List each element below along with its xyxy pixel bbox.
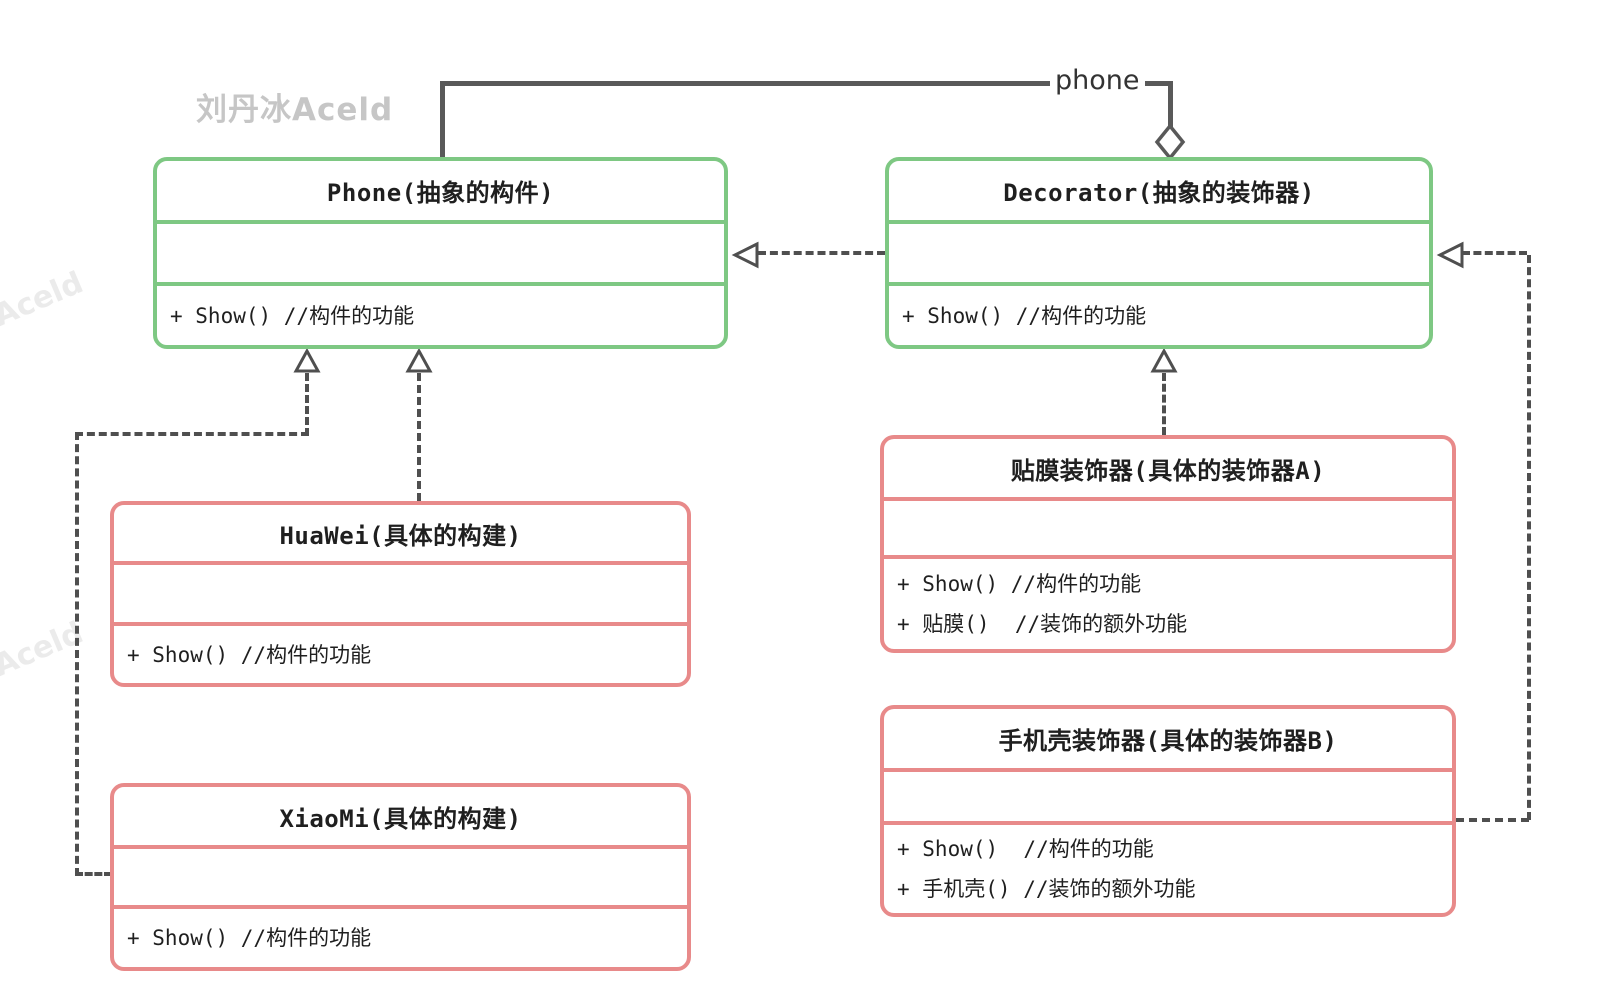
- class-huawei-title: HuaWei(具体的构建): [279, 521, 522, 550]
- class-decorator-a-title: 贴膜装饰器(具体的装饰器A): [1010, 456, 1326, 485]
- method-line: + 手机壳() //装饰的额外功能: [897, 877, 1196, 901]
- watermark-author: 刘丹冰Aceld: [196, 92, 394, 128]
- realization-dashed-xiaomi-seg2: [75, 432, 309, 436]
- class-huawei: HuaWei(具体的构建) + Show() //构件的功能: [110, 501, 691, 687]
- watermark-side-top: Aceld: [0, 265, 89, 334]
- hollow-arrowhead-left-phone-icon: [731, 241, 759, 269]
- class-decorator-title: Decorator(抽象的装饰器): [1003, 179, 1315, 207]
- class-decorator-b-title: 手机壳装饰器(具体的装饰器B): [998, 727, 1338, 755]
- class-decorator: Decorator(抽象的装饰器) + Show() //构件的功能: [885, 157, 1433, 349]
- class-phone-title: Phone(抽象的构件): [326, 179, 555, 207]
- class-decorator-attributes: [889, 220, 1429, 282]
- class-phone: Phone(抽象的构件) + Show() //构件的功能: [153, 157, 728, 349]
- class-decorator-a: 贴膜装饰器(具体的装饰器A) + Show() //构件的功能 + 贴膜() /…: [880, 435, 1456, 653]
- realization-dashed-decorator-b-seg3: [1462, 251, 1527, 255]
- class-phone-attributes: [157, 220, 724, 282]
- class-decorator-b: 手机壳装饰器(具体的装饰器B) + Show() //构件的功能 + 手机壳()…: [880, 705, 1456, 917]
- class-huawei-methods: + Show() //构件的功能: [114, 622, 687, 683]
- method-line: + Show() //构件的功能: [127, 926, 372, 950]
- dependency-dashed-decorator-to-phone: [758, 251, 885, 255]
- hollow-arrowhead-up-xiaomi-icon: [293, 347, 321, 373]
- aggregation-line-vertical-right: [1168, 83, 1173, 129]
- aggregation-line-vertical-left: [440, 83, 445, 157]
- class-xiaomi-methods: + Show() //构件的功能: [114, 905, 687, 967]
- aggregation-diamond-icon: [1154, 124, 1186, 160]
- realization-dashed-xiaomi-seg4: [75, 872, 112, 876]
- hollow-arrowhead-up-huawei-icon: [405, 347, 433, 373]
- realization-dashed-xiaomi-seg3: [75, 432, 79, 876]
- realization-dashed-decorator-a: [1162, 373, 1166, 435]
- association-label: phone: [1050, 66, 1145, 96]
- method-line: + Show() //构件的功能: [897, 572, 1142, 596]
- method-line: + Show() //构件的功能: [127, 642, 372, 667]
- realization-dashed-decorator-b-seg2: [1527, 255, 1531, 820]
- hollow-arrowhead-up-decorator-a-icon: [1150, 347, 1178, 373]
- class-decorator-a-methods: + Show() //构件的功能 + 贴膜() //装饰的额外功能: [884, 555, 1452, 649]
- method-line: + Show() //构件的功能: [902, 303, 1147, 328]
- aggregation-line-horizontal: [440, 81, 1173, 86]
- class-decorator-a-attributes: [884, 497, 1452, 555]
- class-xiaomi-title: XiaoMi(具体的构建): [279, 804, 522, 833]
- hollow-arrowhead-left-decorator-icon: [1436, 241, 1464, 269]
- realization-dashed-huawei-to-phone: [417, 373, 421, 501]
- method-line: + Show() //构件的功能: [897, 837, 1154, 861]
- class-huawei-attributes: [114, 561, 687, 622]
- realization-dashed-decorator-b-seg1: [1456, 818, 1529, 822]
- class-decorator-b-attributes: [884, 768, 1452, 821]
- class-phone-methods: + Show() //构件的功能: [157, 282, 724, 345]
- class-xiaomi: XiaoMi(具体的构建) + Show() //构件的功能: [110, 783, 691, 971]
- class-decorator-methods: + Show() //构件的功能: [889, 282, 1429, 345]
- method-line: + Show() //构件的功能: [170, 303, 415, 328]
- class-decorator-b-methods: + Show() //构件的功能 + 手机壳() //装饰的额外功能: [884, 821, 1452, 913]
- class-xiaomi-attributes: [114, 845, 687, 905]
- realization-dashed-xiaomi-seg1: [305, 373, 309, 436]
- method-line: + 贴膜() //装饰的额外功能: [897, 612, 1188, 636]
